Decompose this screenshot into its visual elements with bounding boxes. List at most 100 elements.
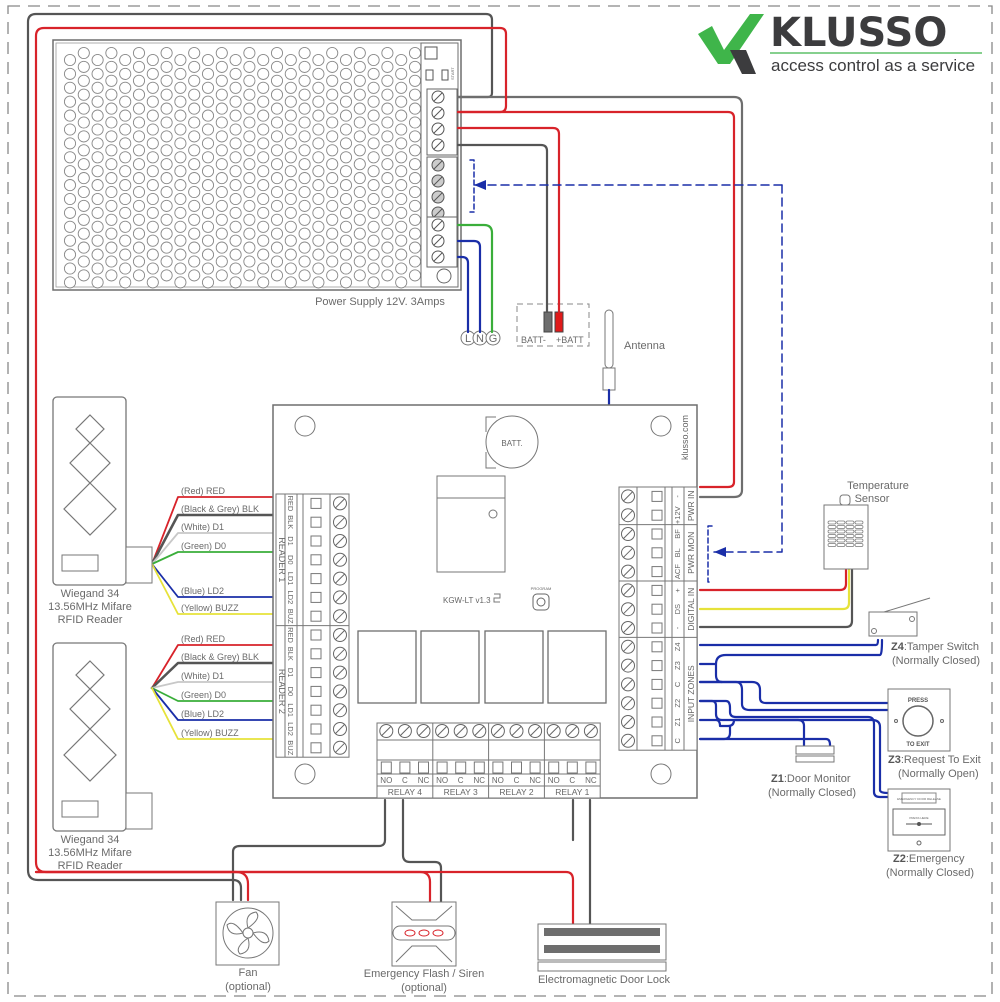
relay-terminal-nc[interactable]: NC: [528, 724, 543, 786]
io-group-title: PWR IN: [686, 490, 696, 521]
coin-battery-icon: BATT.: [485, 415, 539, 469]
relay-pin-label: C: [514, 776, 520, 785]
relay-terminal-no[interactable]: NO: [379, 724, 394, 786]
terminal-z1[interactable]: Z1: [621, 715, 682, 729]
terminal-[interactable]: +: [621, 583, 682, 598]
terminal-blk[interactable]: BLK: [286, 647, 347, 661]
relay-terminal-c[interactable]: C: [397, 724, 412, 786]
reader-wire-label: (White) D1: [181, 522, 224, 532]
terminal-[interactable]: -: [621, 621, 682, 635]
rte-press: PRESS: [908, 698, 928, 704]
mains-g-label: G: [489, 333, 498, 345]
terminal-ld1[interactable]: LD1: [286, 571, 347, 586]
pin-label: Z2: [673, 699, 682, 708]
reader-wire-label: (Black & Grey) BLK: [181, 504, 259, 514]
io-group-title: PWR MON: [686, 532, 696, 574]
relay-terminal-no[interactable]: NO: [490, 724, 505, 786]
terminal-buz[interactable]: BUZ: [286, 740, 347, 756]
batt-pos-lead: [554, 311, 564, 333]
terminal-d1[interactable]: D1: [286, 665, 347, 680]
coin-battery-label: BATT.: [501, 439, 522, 448]
controller-board: BATT. KGW-LT v1.3 PROGRAM klusso.com RED…: [272, 404, 698, 799]
wires: [26, 12, 890, 926]
terminal-[interactable]: -: [621, 489, 682, 504]
fan-optional: (optional): [225, 981, 271, 993]
emergency-state: (Normally Closed): [886, 867, 974, 879]
relay-terminal-c[interactable]: C: [509, 724, 524, 786]
wire-pwr-in-pos: [456, 110, 736, 489]
pin-label: ACF: [673, 564, 682, 579]
reader-wire-label: (Green) D0: [181, 541, 226, 551]
reader-caption: Wiegand 34: [61, 834, 120, 846]
terminal-bf[interactable]: BF: [621, 527, 682, 541]
terminal-z3[interactable]: Z3: [621, 658, 682, 673]
relay-terminal-nc[interactable]: NC: [583, 724, 598, 786]
reader-wire-white: [151, 681, 277, 689]
reader-wire-label: (Blue) LD2: [181, 586, 224, 596]
pin-label: C: [673, 738, 682, 744]
relay-terminal-nc[interactable]: NC: [472, 724, 487, 786]
reader-wire-green: [151, 687, 277, 702]
door-monitor: Z1:Door Monitor (Normally Closed): [768, 745, 856, 799]
terminal-ds[interactable]: DS: [621, 602, 682, 617]
terminal-d0[interactable]: D0: [286, 552, 347, 567]
batt-pos-label: +BATT: [556, 335, 584, 345]
terminal-ld2[interactable]: LD2: [286, 590, 347, 605]
reader-wire-yellow: [151, 687, 277, 740]
reader-wire-black: [150, 513, 278, 566]
terminal-bl[interactable]: BL: [621, 545, 682, 560]
tamper-state: (Normally Closed): [892, 655, 980, 667]
reader-terminals: REDBLKD1D0LD1LD2BUZREDBLKD1D0LD1LD2BUZRE…: [275, 493, 350, 758]
terminal-acf[interactable]: ACF: [621, 564, 682, 579]
relay-terminal-nc[interactable]: NC: [416, 724, 431, 786]
antenna-label: Antenna: [624, 340, 666, 352]
pin-label: LD2: [286, 591, 295, 605]
terminal-ld2[interactable]: LD2: [286, 722, 347, 736]
terminal-c[interactable]: C: [621, 733, 682, 748]
io-group-title: DIGITAL IN: [686, 588, 696, 631]
reader-wire-label: (White) D1: [181, 671, 224, 681]
terminal-z4[interactable]: Z4: [621, 639, 682, 654]
wire-z2-emergency: [698, 699, 890, 799]
rfid-reader-icon: [52, 396, 127, 586]
reader-caption: RFID Reader: [58, 614, 123, 626]
wire-mains-n: [456, 239, 482, 334]
terminal-d0[interactable]: D0: [286, 684, 347, 699]
fan: Fan (optional): [215, 901, 280, 993]
logo-check-icon: [698, 14, 764, 64]
relay-terminal-no[interactable]: NO: [546, 724, 561, 786]
relay-pin-label: NC: [474, 776, 486, 785]
relay-terminal-c[interactable]: C: [453, 724, 468, 786]
relay-terminal-c[interactable]: C: [565, 724, 580, 786]
terminal-12v[interactable]: +12V: [621, 506, 682, 524]
relay-coil: [547, 630, 607, 704]
reader-wire-yellow: [151, 563, 277, 615]
emergency-press-label: PRESS HERE: [909, 816, 928, 820]
rfid-reader-icon: [52, 642, 127, 832]
emergency-label: Z2:Emergency: [893, 853, 965, 865]
reader-wire-red: [151, 496, 277, 565]
terminal-ld1[interactable]: LD1: [286, 703, 347, 718]
reader-wire-blue: [151, 687, 277, 721]
terminal-red[interactable]: RED: [286, 627, 347, 643]
terminal-z2[interactable]: Z2: [621, 696, 682, 711]
relay-coil: [484, 630, 544, 704]
relay-pin-label: NO: [380, 776, 392, 785]
terminal-c[interactable]: C: [621, 677, 682, 692]
rte-label: Z3:Request To Exit: [888, 754, 981, 766]
terminal-blk[interactable]: BLK: [286, 515, 347, 529]
logo-tagline: access control as a service: [771, 56, 975, 75]
pin-label: DS: [673, 604, 682, 614]
logo-k-leg-icon: [730, 50, 756, 74]
terminal-buz[interactable]: BUZ: [286, 609, 347, 624]
relay-pin-label: C: [569, 776, 575, 785]
relay-pin-label: C: [402, 776, 408, 785]
psu-start-button[interactable]: [441, 69, 449, 81]
terminal-d1[interactable]: D1: [286, 534, 347, 548]
siren: Emergency Flash / Siren (optional): [364, 901, 484, 994]
pin-label: RED: [286, 627, 295, 643]
mains-l-label: L: [465, 333, 471, 345]
terminal-red[interactable]: RED: [286, 495, 347, 512]
relay-terminal-no[interactable]: NO: [435, 724, 450, 786]
